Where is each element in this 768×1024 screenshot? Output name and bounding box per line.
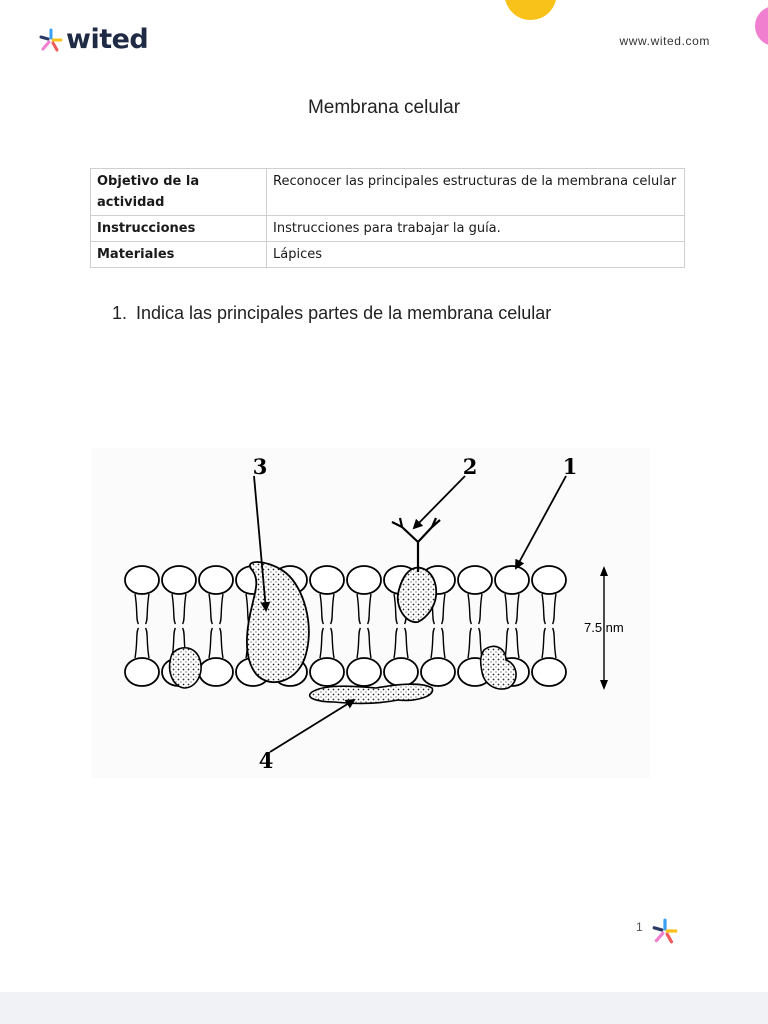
activity-info-table: Objetivo de la actividad Reconocer las p… xyxy=(90,168,685,268)
row-value: Instrucciones para trabajar la guía. xyxy=(266,215,685,242)
question-text: Indica las principales partes de la memb… xyxy=(136,303,552,323)
lipid-head-bottom xyxy=(198,657,234,687)
lipid-tail-top xyxy=(393,593,399,625)
lipid-tail-top xyxy=(477,593,483,625)
table-row: Objetivo de la actividad Reconocer las p… xyxy=(90,168,685,216)
lipid-tail-bottom xyxy=(393,627,399,659)
carbohydrate-chain xyxy=(391,517,441,572)
lipid-head-bottom xyxy=(383,657,419,687)
lipid-tail-top xyxy=(541,593,547,625)
decorative-yellow-shape xyxy=(498,0,564,28)
page-number: 1 xyxy=(636,920,643,934)
glycoprotein-shape xyxy=(396,566,438,623)
lipid-tail-bottom xyxy=(541,627,547,659)
thickness-measure-label: 7.5 nm xyxy=(584,620,624,635)
lipid-tail-top xyxy=(218,593,224,625)
pointer-arrow-2 xyxy=(412,475,466,530)
row-value: Lápices xyxy=(266,241,685,268)
lipid-tail-top xyxy=(319,593,325,625)
scale-arrow-down-icon xyxy=(600,680,608,690)
lipid-head-bottom xyxy=(309,657,345,687)
lipid-tail-bottom xyxy=(551,627,557,659)
lipid-tail-top xyxy=(208,593,214,625)
brand-name: wited xyxy=(66,24,149,55)
row-label: Materiales xyxy=(90,241,267,268)
cell-membrane-diagram: 3 2 1 4 7.5 nm xyxy=(92,448,650,778)
footer-brand-icon xyxy=(652,918,678,944)
lipid-tail-bottom xyxy=(134,627,140,659)
lipid-tail-top xyxy=(144,593,150,625)
lipid-tail-bottom xyxy=(208,627,214,659)
lipid-tail-top xyxy=(356,593,362,625)
brand-mark-icon xyxy=(39,28,63,51)
small-protein-left-shape xyxy=(168,647,202,689)
lipid-tail-bottom xyxy=(440,627,446,659)
lipid-head-top xyxy=(494,565,530,595)
lipid-head-top xyxy=(346,565,382,595)
lipid-tail-top xyxy=(514,593,520,625)
lipid-tail-bottom xyxy=(319,627,325,659)
table-row: Instrucciones Instrucciones para trabaja… xyxy=(90,215,685,242)
diagram-label-1: 1 xyxy=(563,454,578,479)
peripheral-protein-shape xyxy=(309,683,434,705)
diagram-label-2: 2 xyxy=(463,454,478,479)
footer-band xyxy=(0,992,768,1024)
lipid-tail-top xyxy=(551,593,557,625)
question-number: 1. xyxy=(112,303,128,323)
lipid-tail-bottom xyxy=(144,627,150,659)
scale-arrow-up-icon xyxy=(600,566,608,576)
lipid-tail-bottom xyxy=(356,627,362,659)
lipid-tail-bottom xyxy=(430,627,436,659)
decorative-pink-circle xyxy=(755,6,768,46)
question-item: 1. Indica las principales partes de la me… xyxy=(112,303,551,324)
lipid-tail-top xyxy=(134,593,140,625)
lipid-tail-top xyxy=(467,593,473,625)
table-row: Materiales Lápices xyxy=(90,241,685,268)
diagram-label-4: 4 xyxy=(259,748,274,773)
phospholipid-bilayer xyxy=(124,565,567,687)
row-value: Reconocer las principales estructuras de… xyxy=(266,168,685,216)
lipid-head-bottom xyxy=(346,657,382,687)
site-url[interactable]: www.wited.com xyxy=(619,34,710,48)
lipid-head-top xyxy=(309,565,345,595)
lipid-head-bottom xyxy=(420,657,456,687)
lipid-tail-top xyxy=(440,593,446,625)
row-label: Instrucciones xyxy=(90,215,267,242)
lipid-tail-bottom xyxy=(366,627,372,659)
lipid-head-bottom xyxy=(531,657,567,687)
lipid-head-top xyxy=(124,565,160,595)
lipid-head-top xyxy=(531,565,567,595)
small-protein-right-shape xyxy=(479,645,517,690)
lipid-tail-bottom xyxy=(514,627,520,659)
lipid-tail-bottom xyxy=(218,627,224,659)
lipid-tail-top xyxy=(171,593,177,625)
pointer-arrow-4 xyxy=(269,698,356,753)
lipid-head-top xyxy=(198,565,234,595)
lipid-tail-top xyxy=(504,593,510,625)
brand-logo[interactable]: wited xyxy=(38,24,149,55)
lipid-head-top xyxy=(457,565,493,595)
integral-protein-shape xyxy=(246,561,310,684)
lipid-tail-bottom xyxy=(467,627,473,659)
diagram-label-3: 3 xyxy=(253,454,268,479)
lipid-head-top xyxy=(161,565,197,595)
lipid-tail-bottom xyxy=(329,627,335,659)
pointer-arrow-1 xyxy=(515,475,567,570)
lipid-head-bottom xyxy=(124,657,160,687)
lipid-tail-top xyxy=(329,593,335,625)
row-label: Objetivo de la actividad xyxy=(90,168,267,216)
document-title: Membrana celular xyxy=(307,97,461,118)
lipid-tail-top xyxy=(181,593,187,625)
lipid-tail-top xyxy=(366,593,372,625)
lipid-tail-bottom xyxy=(403,627,409,659)
pointer-arrow-3 xyxy=(253,475,271,612)
